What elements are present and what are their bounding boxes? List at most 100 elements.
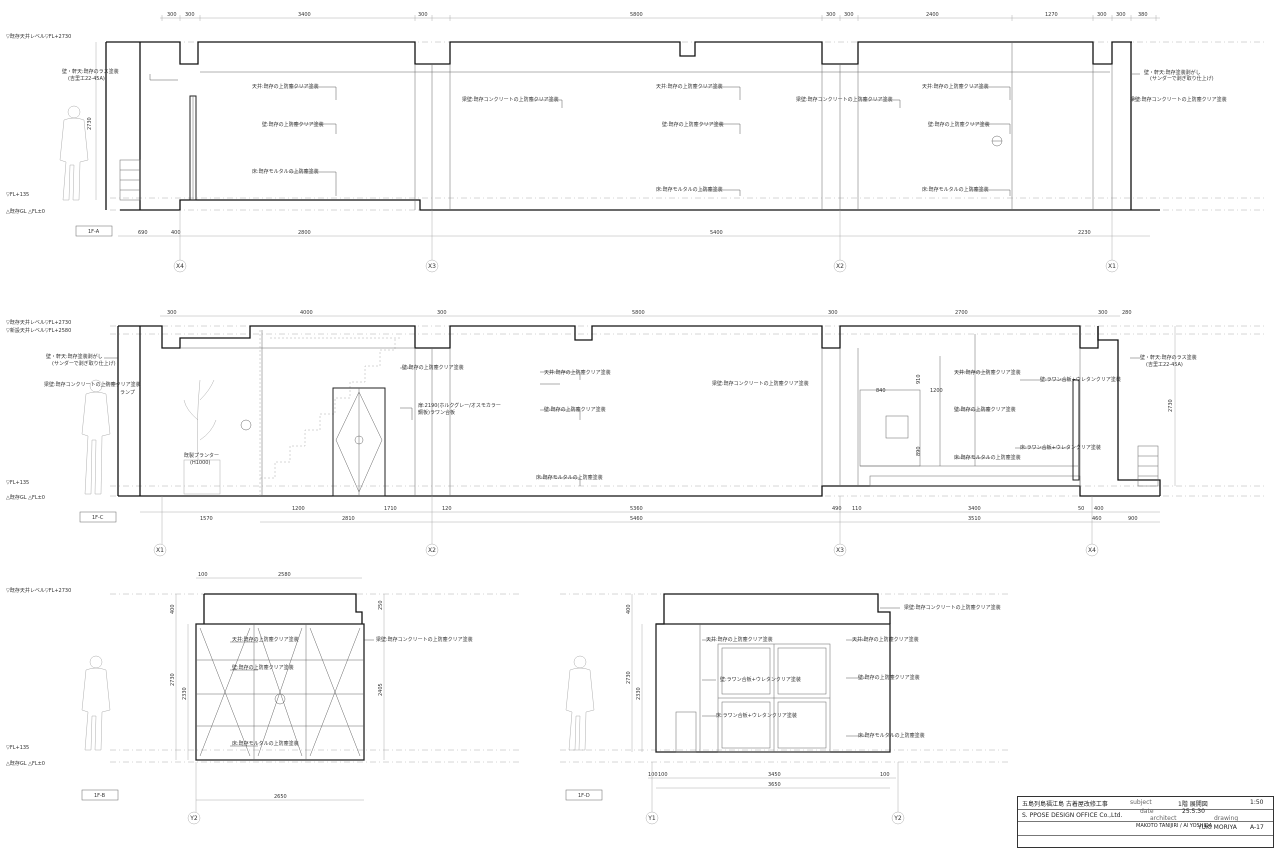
note-text: (吉里工22-45A) [1146, 361, 1183, 368]
dim-text: 3510 [968, 516, 981, 522]
sheet-number: A-17 [1250, 824, 1264, 831]
dim-text: 100 [198, 572, 208, 578]
axis-label: X3 [836, 547, 844, 554]
axis-label: X1 [1108, 263, 1116, 270]
note-text: 梁壁:既存コンクリートの上防塵クリア塗装 [796, 96, 893, 103]
dim-text: 250 [378, 600, 384, 610]
elevation-1f-d: 400 2730 2330 天井:既存の上防塵クリア塗装 壁:ラワン合板+ウレタ… [560, 593, 1010, 825]
title-block: 五島列島福江島 古着屋改修工事 subject 1階 展開図 1:50 S. P… [1017, 796, 1274, 848]
drawing-label: drawing [1214, 815, 1239, 822]
dim-text: 2730 [1168, 399, 1174, 412]
note-text: (サンダーで剥ぎ取り仕上げ) [1150, 75, 1214, 82]
note-text: 梁壁:既存コンクリートの上防塵クリア塗装 [1130, 96, 1227, 103]
level-new-ceiling: ▽新設天井レベル▽FL+2580 [6, 327, 71, 334]
subject-label: subject [1130, 799, 1152, 806]
axis-label: X3 [428, 263, 436, 270]
dim-text: 2230 [1078, 230, 1091, 236]
title-row-people: MAKOTO TANIJIRI / AI YOSHIDA YUKI MORIYA… [1018, 821, 1273, 836]
note-text: 床:既存モルタルの上防塵塗装 [252, 168, 319, 175]
axis-label: X2 [428, 547, 436, 554]
dim-text: 2400 [926, 12, 939, 18]
dim-text: 400 [171, 230, 181, 236]
dim-text: 2730 [87, 117, 93, 130]
title-row-project: 五島列島福江島 古着屋改修工事 subject 1階 展開図 1:50 [1018, 797, 1273, 810]
axis-label: X2 [836, 263, 844, 270]
note-text: 壁:ラワン合板+ウレタンクリア塗装 [720, 676, 801, 683]
level-gl: △既存GL △FL±0 [6, 208, 45, 215]
dim-text: 380 [1138, 12, 1148, 18]
note-text: 既製プランター [184, 452, 219, 459]
person-figure [565, 655, 595, 751]
note-text: 梁壁:既存コンクリートの上防塵クリア塗装 [376, 636, 473, 643]
dim-text: 3450 [768, 772, 781, 778]
dim-text: 50 [1078, 506, 1084, 512]
axis-label: X1 [156, 547, 164, 554]
note-text: 床:既存モルタルの上防塵塗装 [858, 732, 925, 739]
dim-text: 100 [648, 772, 658, 778]
dim-text: 2800 [298, 230, 311, 236]
note-text: 床:既存モルタルの上防塵塗装 [536, 474, 603, 481]
date-label: date [1140, 808, 1154, 815]
dim-text: 3400 [968, 506, 981, 512]
level-fl: ▽FL+135 [6, 745, 29, 751]
dim-text: 2650 [274, 794, 287, 800]
level-gl: △既存GL △FL±0 [6, 760, 45, 767]
note-text: 梁壁:既存コンクリートの上防塵クリア塗装 [712, 380, 809, 387]
architects-names: MAKOTO TANIJIRI / AI YOSHIDA [1136, 823, 1213, 829]
note-text: 壁・軒天:既存のラス塗装 [62, 68, 119, 75]
elevation-1f-a: 300 300 3400 300 5800 300 300 2400 1270 … [6, 12, 1265, 273]
note-text: 鋼板)ラワン合板 [418, 409, 455, 416]
note-text: 扉:2190(ホルクグレー/オスモカラー [418, 402, 501, 409]
dim-text: 300 [167, 310, 177, 316]
plant-figure [183, 379, 221, 495]
level-ceiling: ▽既存天井レベル▽FL+2730 [6, 33, 71, 40]
note-text: 梁壁:既存コンクリートの上防塵クリア塗装 [462, 96, 559, 103]
note-text: 床:既存モルタルの上防塵塗装 [954, 454, 1021, 461]
elevation-tag: 1F-A [88, 229, 100, 235]
dim-text: 2810 [342, 516, 355, 522]
axis-label: X4 [176, 263, 184, 270]
level-fl: ▽FL+135 [6, 192, 29, 198]
axis-label: Y1 [647, 815, 656, 822]
note-text: 壁:ラワン合板+ウレタンクリア塗装 [1040, 376, 1121, 383]
elevation-1f-c: 300 4000 300 5800 300 2700 300 280 ▽既存天井… [6, 310, 1265, 557]
note-text: 梁壁:既存コンクリートの上防塵クリア塗装 [44, 381, 141, 388]
note-text: 壁:既存の上防塵クリア塗装 [544, 406, 606, 413]
dim-text: 840 [876, 388, 886, 394]
level-fl: ▽FL+135 [6, 480, 29, 486]
dim-text: 900 [1128, 516, 1138, 522]
note-text: ランプ [120, 390, 135, 396]
dim-text: 1570 [200, 516, 213, 522]
level-gl: △既存GL △FL±0 [6, 494, 45, 501]
note-text: 壁:既存の上防塵クリア塗装 [402, 364, 464, 371]
note-text: 梁壁:既存コンクリートの上防塵クリア塗装 [904, 604, 1001, 611]
title-row-office: S. PPOSE DESIGN OFFICE Co.,Ltd. date 25.… [1018, 808, 1273, 822]
double-door [332, 387, 386, 497]
note-text: 壁・軒天:既存塗装剥がし [46, 353, 103, 360]
dim-text: 300 [437, 310, 447, 316]
note-text: 天井:既存の上防塵クリア塗装 [852, 636, 919, 643]
axis-label: X4 [1088, 547, 1096, 554]
dim-text: 2330 [636, 687, 642, 700]
dim-text: 300 [828, 310, 838, 316]
dim-text: 120 [442, 506, 452, 512]
dim-text: 3400 [298, 12, 311, 18]
dim-text: 1200 [930, 388, 943, 394]
dim-text: 2330 [182, 687, 188, 700]
dim-text: 2700 [955, 310, 968, 316]
dim-text: 300 [418, 12, 428, 18]
counter [859, 334, 1081, 487]
note-text: 壁:既存の上防塵クリア塗装 [954, 406, 1016, 413]
note-text: (サンダーで剥ぎ取り仕上げ) [52, 360, 116, 367]
note-text: 壁:既存の上防塵クリア塗装 [662, 121, 724, 128]
dim-text: 110 [852, 506, 862, 512]
note-text: 壁:既存の上防塵クリア塗装 [928, 121, 990, 128]
dim-text: 3650 [768, 782, 781, 788]
dim-text: 100 [880, 772, 890, 778]
scale-value: 1:50 [1250, 799, 1264, 806]
dim-text: 490 [832, 506, 842, 512]
dim-text: 300 [826, 12, 836, 18]
elevation-tag: 1F-C [92, 515, 104, 521]
level-ceiling: ▽既存天井レベル▽FL+2730 [6, 587, 71, 594]
